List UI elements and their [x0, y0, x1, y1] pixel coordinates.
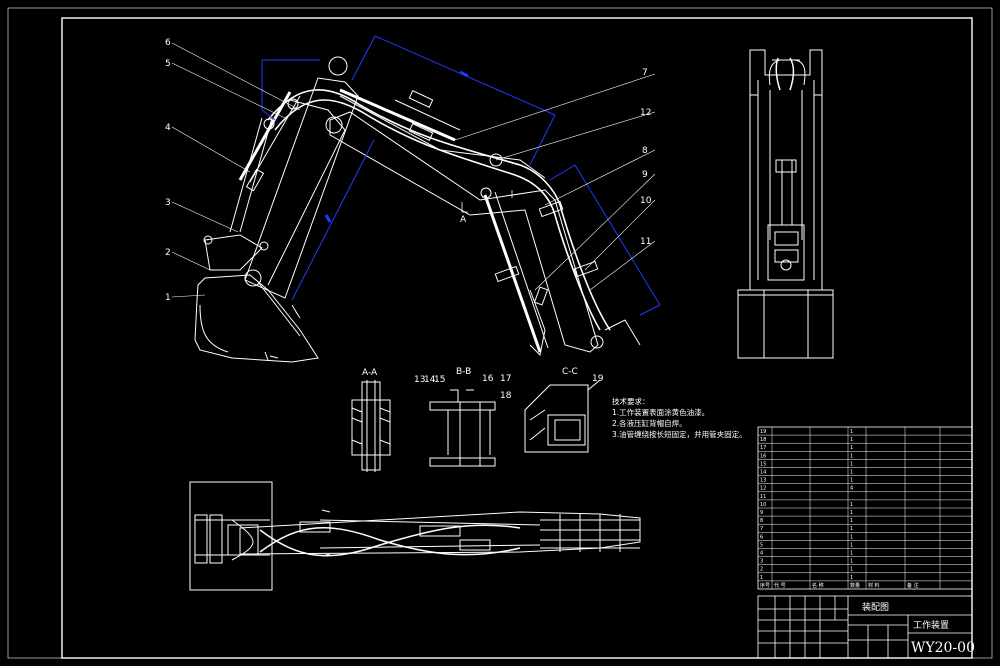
bom-cell-qty: 1: [850, 526, 853, 532]
bom-cell-qty: 4: [850, 486, 853, 492]
bom-cell-no: 4: [760, 551, 763, 557]
bom-cell-qty: 1: [850, 567, 853, 573]
bom-cell-qty: 1: [850, 551, 853, 557]
bom-cell-qty: 1: [850, 461, 853, 467]
bom-cell-no: 12: [760, 486, 766, 492]
part-label-10: 10: [640, 196, 652, 206]
bom-cell-qty: 1: [850, 429, 853, 435]
bom-cell-no: 14: [760, 470, 766, 476]
bom-cell-no: 5: [760, 542, 763, 548]
bom-cell-no: 3: [760, 559, 763, 565]
bom-cell-qty: 1: [850, 559, 853, 565]
drawing-title: 工作装置: [913, 619, 949, 631]
part-labels: 6 5 4 3 2 1 7 12 8 9 10 11 A: [165, 38, 652, 303]
bom-cell-no: 17: [760, 445, 766, 451]
bom-cell-qty: 1: [850, 453, 853, 459]
part-label-6: 6: [165, 38, 171, 48]
bom-cell-qty: 1: [850, 445, 853, 451]
drawing-type: 装配图: [862, 601, 889, 613]
bom-cell-no: 1: [760, 575, 763, 581]
bom-header-code: 代 号: [774, 582, 786, 589]
bom-cell-qty: 1: [850, 542, 853, 548]
part-label-12: 12: [640, 108, 651, 118]
front-view: [737, 49, 834, 359]
bom-header-no: 序号: [760, 582, 770, 589]
bom-cell-qty: 1: [850, 518, 853, 524]
tech-note-3: 3.油管缠绕按长短固定，并用管夹固定。: [612, 429, 747, 439]
section-views: [351, 379, 601, 472]
part-label-1: 1: [165, 293, 171, 303]
part-label-8: 8: [642, 146, 648, 156]
section-num-13: 13: [414, 375, 425, 385]
sheet-frame: [7, 7, 993, 659]
bom-cell-qty: 1: [850, 470, 853, 476]
section-bb-label: B-B: [456, 367, 471, 377]
section-aa-label: A-A: [362, 368, 378, 378]
part-label-9: 9: [642, 170, 648, 180]
bom-cell-no: 15: [760, 461, 766, 467]
part-label-7: 7: [642, 68, 648, 78]
bom-cell-no: 7: [760, 526, 763, 532]
bom-cell-qty: 1: [850, 437, 853, 443]
tech-note-2: 2.各液压缸背帽自焊。: [612, 418, 687, 428]
section-num-16: 16: [482, 374, 494, 384]
leader-lines: [171, 42, 656, 298]
bom-header-note: 备 注: [907, 582, 919, 589]
section-labels: A-A B-B C-C 13 14 15 16 17 18 19: [362, 367, 604, 401]
section-num-19: 19: [592, 374, 604, 384]
section-num-17: 17: [500, 374, 511, 384]
part-label-5: 5: [165, 59, 171, 69]
plan-view: [189, 481, 641, 591]
bom-cell-no: 9: [760, 510, 763, 516]
part-label-3: 3: [165, 198, 171, 208]
section-cc-label: C-C: [562, 367, 578, 377]
bom-cell-qty: 1: [850, 502, 853, 508]
bom-cell-qty: 1: [850, 534, 853, 540]
tech-notes-heading: 技术要求：: [612, 396, 650, 406]
bom-cell-no: 16: [760, 453, 766, 459]
section-num-15: 15: [434, 375, 445, 385]
bom-cell-no: 10: [760, 502, 766, 508]
bom-cell-qty: 1: [850, 478, 853, 484]
part-label-11: 11: [640, 237, 651, 247]
title-block-text: 装配图 工作装置 WY20-00: [862, 601, 975, 656]
part-label-2: 2: [165, 248, 171, 258]
bom-cell-qty: 1: [850, 510, 853, 516]
section-num-14: 14: [424, 375, 436, 385]
part-label-4: 4: [165, 123, 171, 133]
bom-cell-no: 18: [760, 437, 766, 443]
section-a-marker: [461, 190, 513, 213]
bom-header-qty: 数量: [850, 582, 860, 589]
bom-cell-no: 13: [760, 478, 766, 484]
section-num-18: 18: [500, 391, 512, 401]
bom-cell-no: 11: [760, 494, 766, 500]
bom-cell-no: 6: [760, 534, 763, 540]
bom-cell-no: 2: [760, 567, 763, 573]
arm-side-view: [194, 56, 641, 363]
tech-note-1: 1.工作装置表面涂黄色油漆。: [612, 407, 709, 417]
bom-cell-qty: 1: [850, 575, 853, 581]
section-marker-a: A: [460, 215, 467, 225]
bom-header-mat: 材 料: [868, 582, 880, 589]
bom-cell-no: 8: [760, 518, 763, 524]
dimension-lines: [261, 35, 661, 316]
bom-cell-no: 19: [760, 429, 766, 435]
technical-notes: 技术要求： 1.工作装置表面涂黄色油漆。 2.各液压缸背帽自焊。 3.油管缠绕按…: [612, 396, 747, 439]
drawing-number: WY20-00: [911, 640, 975, 656]
bom-header-name: 名 称: [812, 582, 824, 589]
title-block: [757, 595, 973, 659]
